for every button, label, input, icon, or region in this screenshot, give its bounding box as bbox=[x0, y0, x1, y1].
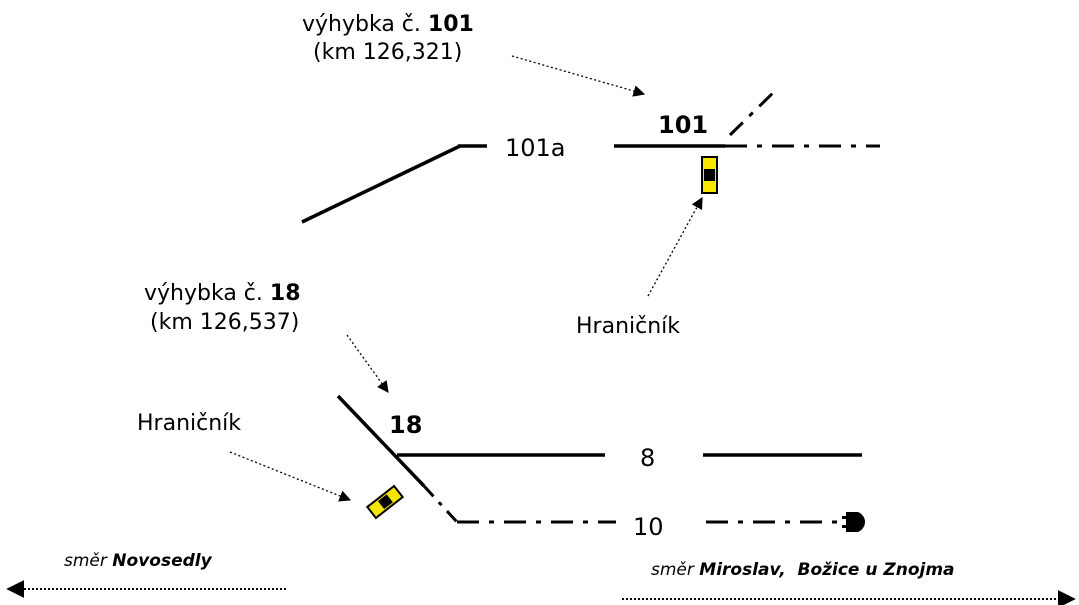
switch-18-caption: výhybka č. 18 bbox=[144, 283, 301, 305]
direction-right-place: Miroslav, Božice u Znojma bbox=[699, 560, 955, 580]
direction-left-prefix: směr bbox=[64, 551, 107, 571]
pointer-arrow-switch-18 bbox=[346, 334, 389, 393]
track-101a-diagonal bbox=[301, 144, 461, 224]
pointer-arrow-lower-marker bbox=[229, 451, 352, 502]
track-10-label: 10 bbox=[633, 513, 664, 541]
direction-right-label: směr Miroslav, Božice u Znojma bbox=[651, 562, 955, 579]
upper-boundary-marker-label: Hraničník bbox=[576, 314, 681, 339]
boundary-marker-lower-icon bbox=[365, 484, 405, 520]
switch-18-caption-prefix: výhybka č. bbox=[144, 281, 263, 306]
switch-101-number: 101 bbox=[427, 12, 474, 37]
switch-101-km: (km 126,321) bbox=[313, 40, 463, 65]
switch-18-km: (km 126,537) bbox=[150, 310, 300, 335]
boundary-marker-icon bbox=[701, 156, 718, 194]
pointer-arrow-switch-101 bbox=[511, 55, 646, 97]
track-101a-label: 101a bbox=[505, 134, 566, 162]
switch-101-caption-prefix: výhybka č. bbox=[302, 12, 421, 37]
buffer-stop-icon bbox=[842, 512, 866, 532]
track-8-label: 8 bbox=[640, 444, 656, 472]
switch-101-label: 101 bbox=[658, 111, 709, 139]
direction-left-label: směr Novosedly bbox=[64, 553, 212, 570]
switch-18-diagonal bbox=[336, 394, 426, 488]
pointer-arrow-upper-marker bbox=[647, 196, 703, 297]
track-101-branch bbox=[728, 86, 780, 137]
switch-18-number: 18 bbox=[269, 281, 301, 306]
direction-right-prefix: směr bbox=[651, 560, 694, 580]
direction-left-place: Novosedly bbox=[112, 551, 212, 571]
switch-18-diagonal-dashed bbox=[422, 484, 459, 524]
switch-18-label: 18 bbox=[389, 411, 423, 439]
lower-boundary-marker-label: Hraničník bbox=[137, 411, 242, 436]
switch-101-caption: výhybka č. 101 bbox=[302, 14, 474, 36]
